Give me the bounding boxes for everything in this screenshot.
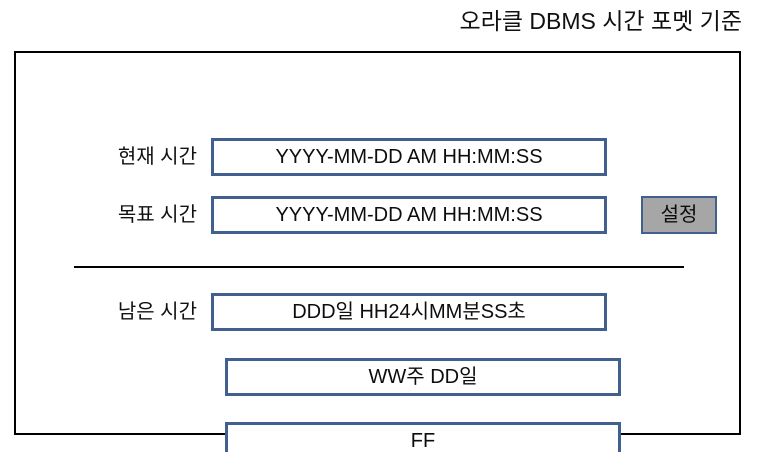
time-format-panel: 현재 시간 YYYY-MM-DD AM HH:MM:SS 목표 시간 YYYY-…	[14, 51, 741, 452]
row-remaining-weeks: WW주 DD일	[225, 358, 621, 396]
label-current-time: 현재 시간	[117, 146, 197, 168]
row-fractional-seconds: FF	[225, 422, 621, 452]
field-fractional-seconds[interactable]: FF	[225, 422, 621, 452]
row-remaining-time: 남은 시간 DDD일 HH24시MM분SS초	[91, 293, 607, 331]
section-divider	[74, 266, 684, 268]
set-button[interactable]: 설정	[641, 196, 717, 234]
row-target-time: 목표 시간 YYYY-MM-DD AM HH:MM:SS	[91, 196, 607, 234]
label-target-time: 목표 시간	[117, 204, 197, 226]
field-remaining-time[interactable]: DDD일 HH24시MM분SS초	[211, 293, 607, 331]
row-current-time: 현재 시간 YYYY-MM-DD AM HH:MM:SS	[91, 138, 607, 176]
field-current-time[interactable]: YYYY-MM-DD AM HH:MM:SS	[211, 138, 607, 176]
label-remaining-time: 남은 시간	[117, 301, 197, 323]
field-remaining-weeks[interactable]: WW주 DD일	[225, 358, 621, 396]
page-title: 오라클 DBMS 시간 포멧 기준	[459, 8, 742, 34]
field-target-time[interactable]: YYYY-MM-DD AM HH:MM:SS	[211, 196, 607, 234]
